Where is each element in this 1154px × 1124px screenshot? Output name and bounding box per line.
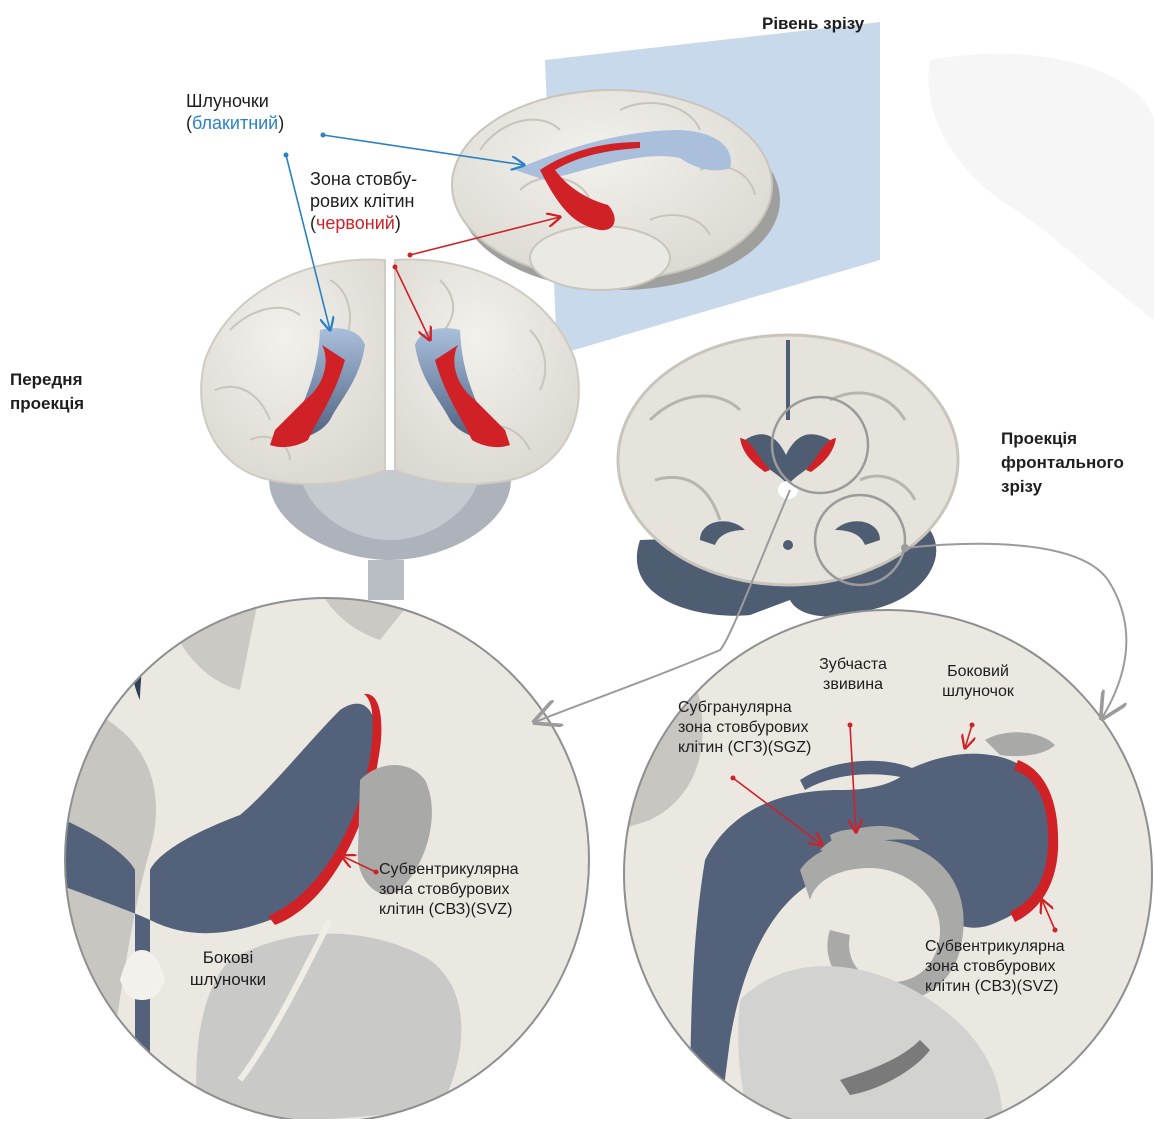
front-view-label: Передня проекція xyxy=(10,368,84,416)
sgz-label: Субгранулярна зона стовбурових клітин (С… xyxy=(678,698,811,758)
lateral-ventricle-text-2: шлуночок xyxy=(928,682,1028,702)
stem-zone-label: Зона стовбу- рових клітин (червоний) xyxy=(310,168,417,234)
sgz-text-3: клітин (СГЗ)(SGZ) xyxy=(678,738,811,758)
ventricles-color-text: блакитний xyxy=(192,113,278,133)
front-view-brain xyxy=(201,260,579,600)
sgz-text-2: зона стовбурових xyxy=(678,718,811,738)
lateral-ventricles-text-1: Бокові xyxy=(178,947,278,969)
lateral-ventricle-label: Боковий шлуночок xyxy=(928,662,1028,702)
stem-zone-text-2: рових клітин xyxy=(310,190,417,212)
dentate-text-1: Зубчаста xyxy=(808,655,898,675)
ventricles-text: Шлуночки xyxy=(186,90,284,112)
svz-right-text-1: Субвентрикулярна xyxy=(925,937,1065,957)
front-view-text-2: проекція xyxy=(10,392,84,416)
dentate-text-2: звивина xyxy=(808,675,898,695)
svz-right-label: Субвентрикулярна зона стовбурових клітин… xyxy=(925,937,1065,997)
lateral-ventricle-text-1: Боковий xyxy=(928,662,1028,682)
stem-zone-color-text: червоний xyxy=(316,213,395,233)
svz-left-text-1: Субвентрикулярна xyxy=(379,860,519,880)
svz-left-label: Субвентрикулярна зона стовбурових клітин… xyxy=(379,860,519,920)
front-view-text-1: Передня xyxy=(10,368,84,392)
cut-level-text: Рівень зрізу xyxy=(762,14,864,33)
svz-right-text-3: клітин (СВЗ)(SVZ) xyxy=(925,977,1065,997)
stem-zone-text-1: Зона стовбу- xyxy=(310,168,417,190)
frontal-cut-label: Проекція фронтального зрізу xyxy=(1001,427,1124,499)
svz-right-text-2: зона стовбурових xyxy=(925,957,1065,977)
frontal-cut-text-3: зрізу xyxy=(1001,475,1124,499)
dentate-gyrus-label: Зубчаста звивина xyxy=(808,655,898,695)
sgz-text-1: Субгранулярна xyxy=(678,698,811,718)
stem-zone-color-line: (червоний) xyxy=(310,212,417,234)
ventricles-color-line: (блакитний) xyxy=(186,112,284,134)
frontal-cut-text-1: Проекція xyxy=(1001,427,1124,451)
background-swirl xyxy=(928,54,1154,320)
lateral-ventricles-text-2: шлуночки xyxy=(178,969,278,991)
frontal-cut-brain xyxy=(618,335,958,617)
svz-left-text-2: зона стовбурових xyxy=(379,880,519,900)
svz-left-text-3: клітин (СВЗ)(SVZ) xyxy=(379,900,519,920)
lateral-ventricles-label: Бокові шлуночки xyxy=(178,947,278,991)
ventricles-label: Шлуночки (блакитний) xyxy=(186,90,284,134)
frontal-cut-text-2: фронтального xyxy=(1001,451,1124,475)
cut-level-label: Рівень зрізу xyxy=(762,12,864,36)
